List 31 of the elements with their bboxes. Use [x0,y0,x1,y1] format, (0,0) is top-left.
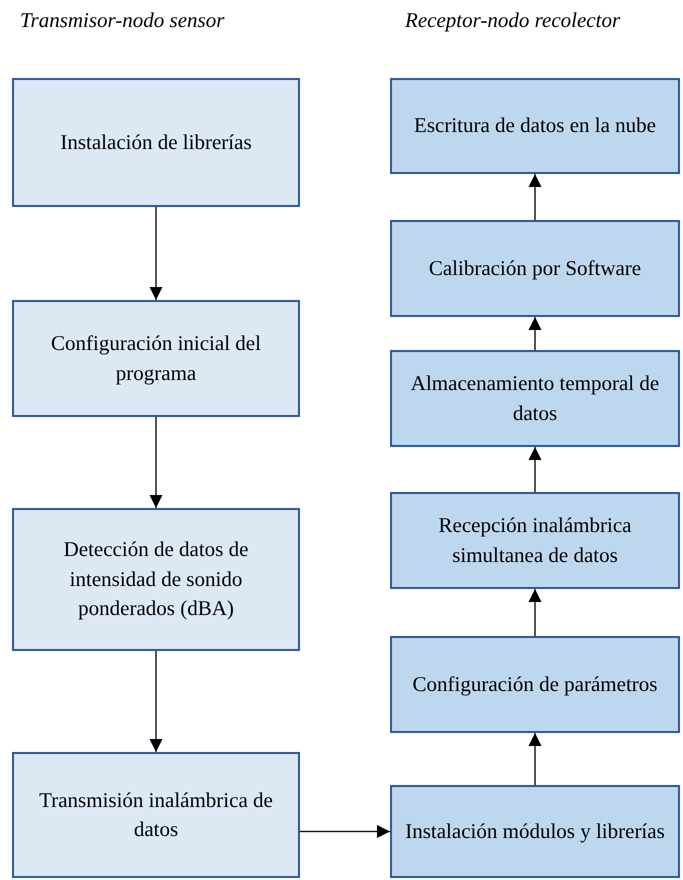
arrow [150,651,162,752]
arrow [300,825,390,838]
process-box [390,78,680,174]
box-label: Configuración de parámetros [412,670,658,698]
process-box [390,492,680,589]
arrow [528,317,542,350]
process-box [12,300,300,417]
process-box [390,785,680,878]
process-box [12,508,300,651]
arrow [150,207,162,300]
column-heading: Receptor-nodo recolector [405,8,620,33]
arrow [150,417,162,508]
box-label: Detección de datos de intensidad de sonido ponderados (dBA) [62,536,250,622]
arrow [528,447,542,492]
arrow [528,733,542,785]
arrow [528,589,542,636]
box-label: Configuración inicial del programa [50,330,262,386]
box-label: Recepción inalámbrica simultanea de datos [438,512,632,568]
column-heading: Transmisor-nodo sensor [20,8,224,33]
process-box [390,636,680,733]
process-box [12,752,300,878]
process-box [390,220,680,317]
box-label: Instalación de librerías [60,128,252,156]
arrow [528,174,542,220]
box-label: Instalación módulos y librerías [405,818,665,845]
process-box [390,350,680,447]
box-label: Transmisión inalámbrica de datos [38,786,274,843]
box-label: Almacenamiento temporal de datos [410,370,660,426]
box-label: Escritura de datos en la nube [414,112,656,140]
box-label: Calibración por Software [428,254,642,282]
process-box [12,78,300,207]
